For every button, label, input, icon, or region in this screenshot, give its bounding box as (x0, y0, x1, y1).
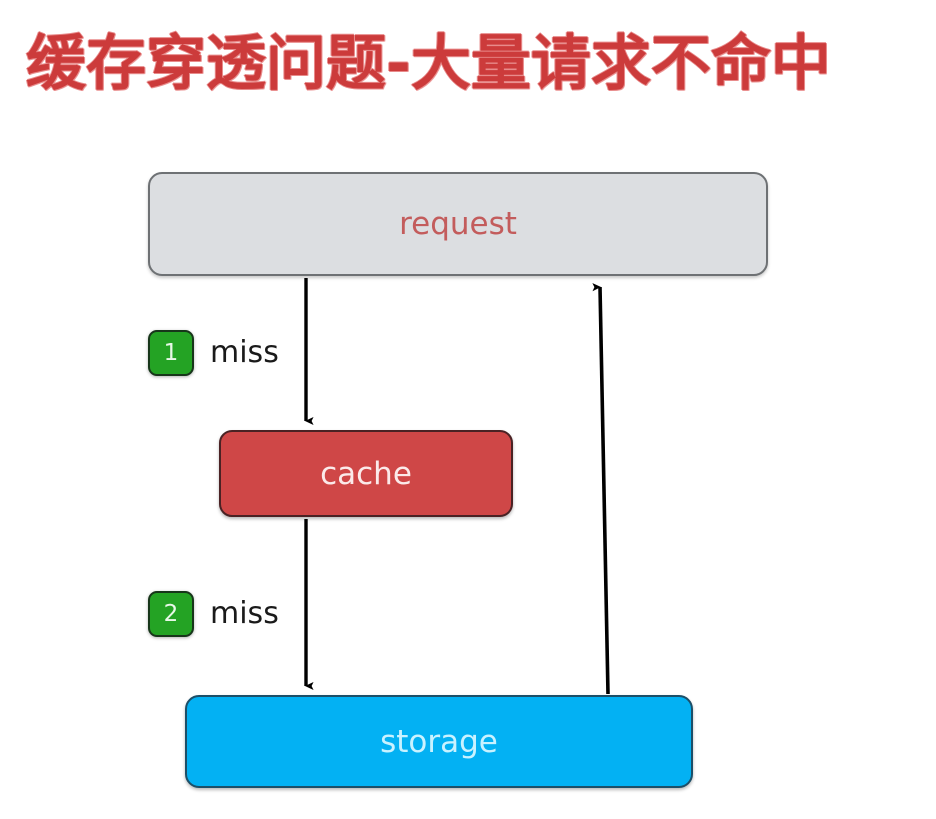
step-badge-1: 1 (148, 330, 194, 376)
page-title: 缓存穿透问题-大量请求不命中 (26, 29, 831, 99)
node-storage[interactable]: storage (185, 695, 693, 788)
node-cache[interactable]: cache (219, 430, 513, 517)
edge-label-miss-1: miss (210, 335, 279, 370)
node-request[interactable]: request (148, 172, 768, 276)
node-request-label: request (399, 206, 517, 242)
node-cache-label: cache (320, 455, 412, 492)
edge-label-miss-2: miss (210, 596, 279, 631)
step-badge-2: 2 (148, 591, 194, 637)
node-storage-label: storage (380, 723, 498, 760)
arrow-storage-to-request (592, 283, 610, 695)
